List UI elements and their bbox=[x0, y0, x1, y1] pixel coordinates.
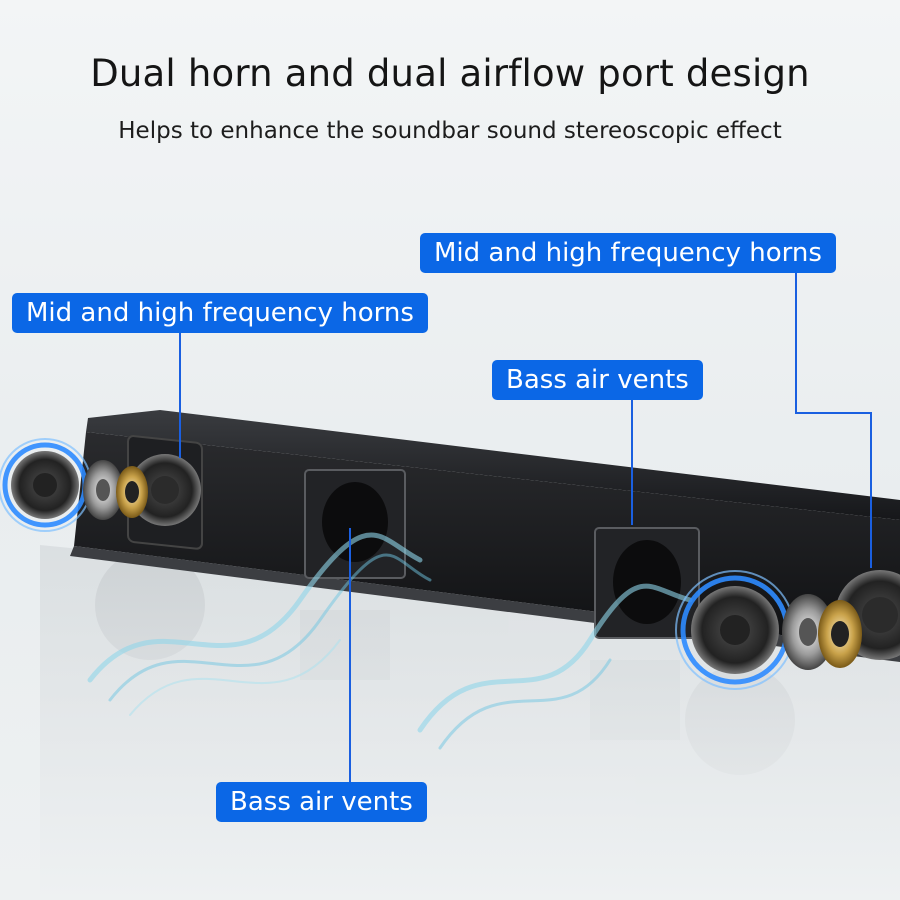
left-exploded-driver bbox=[0, 438, 148, 532]
left-vent-port bbox=[304, 469, 406, 579]
callout-right-vent: Bass air vents bbox=[492, 360, 703, 400]
left-horn-housing bbox=[127, 435, 203, 550]
callout-left-horn: Mid and high frequency horns bbox=[12, 293, 428, 333]
callout-lines bbox=[179, 273, 872, 782]
callout-left-vent: Bass air vents bbox=[216, 782, 427, 822]
subheadline: Helps to enhance the soundbar sound ster… bbox=[118, 118, 782, 144]
right-exploded-driver bbox=[675, 570, 862, 690]
headline: Dual horn and dual airflow port design bbox=[90, 52, 810, 95]
callout-right-horn: Mid and high frequency horns bbox=[420, 233, 836, 273]
airflow-waves bbox=[87, 532, 693, 750]
right-vent-port bbox=[594, 527, 700, 639]
